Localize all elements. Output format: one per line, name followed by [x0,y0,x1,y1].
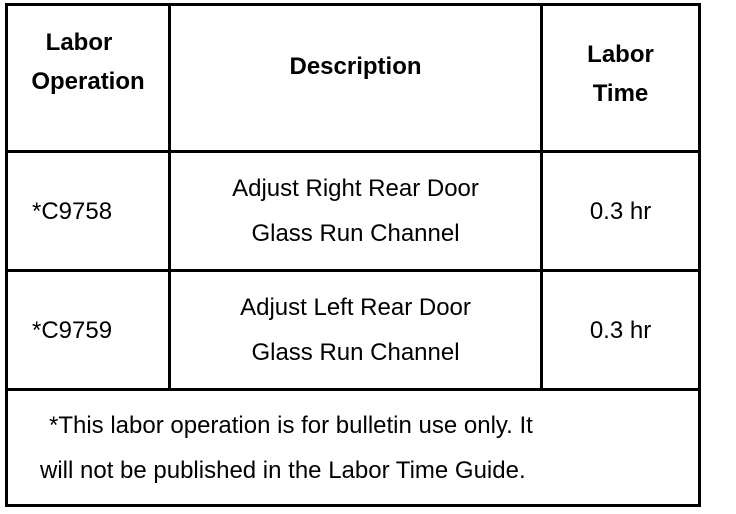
header-labor-time: Labor Time [543,6,698,141]
labor-time-value: 0.3 hr [589,316,652,344]
header-description-label: Description [289,52,422,80]
labor-time-value: 0.3 hr [589,197,652,225]
labor-operation-table: Labor Operation Description Labor Time *… [5,3,701,507]
description-line1: Adjust Left Rear Door [240,294,471,321]
table-row-1-time: 0.3 hr [543,153,698,269]
operation-code: *C9758 [32,197,113,225]
table-row-2-description: Adjust Left Rear Door Glass Run Channel [171,272,540,388]
header-labor-time-line1: Labor [587,40,654,68]
column-divider [168,6,171,388]
footnote-line2: will not be published in the Labor Time … [40,456,526,484]
column-divider [540,6,543,388]
header-description: Description [171,6,540,126]
header-labor-operation: Labor Operation [8,6,168,118]
header-labor-operation-line2: Operation [31,68,145,95]
row-divider [8,269,698,272]
table-row-2-time: 0.3 hr [543,272,698,388]
header-labor-operation-line1: Labor [45,29,113,56]
header-labor-time-line2: Time [592,79,649,107]
row-divider [8,388,698,391]
description-line2: Glass Run Channel [251,220,460,247]
table-row-2-operation: *C9759 [32,272,168,388]
footnote-line1: *This labor operation is for bulletin us… [49,411,533,439]
table-footnote: *This labor operation is for bulletin us… [40,391,690,504]
description-line2: Glass Run Channel [251,339,460,366]
row-divider [8,150,698,153]
table-row-1-operation: *C9758 [32,153,168,269]
table-row-1-description: Adjust Right Rear Door Glass Run Channel [171,153,540,269]
operation-code: *C9759 [32,316,113,344]
description-line1: Adjust Right Rear Door [232,175,479,202]
